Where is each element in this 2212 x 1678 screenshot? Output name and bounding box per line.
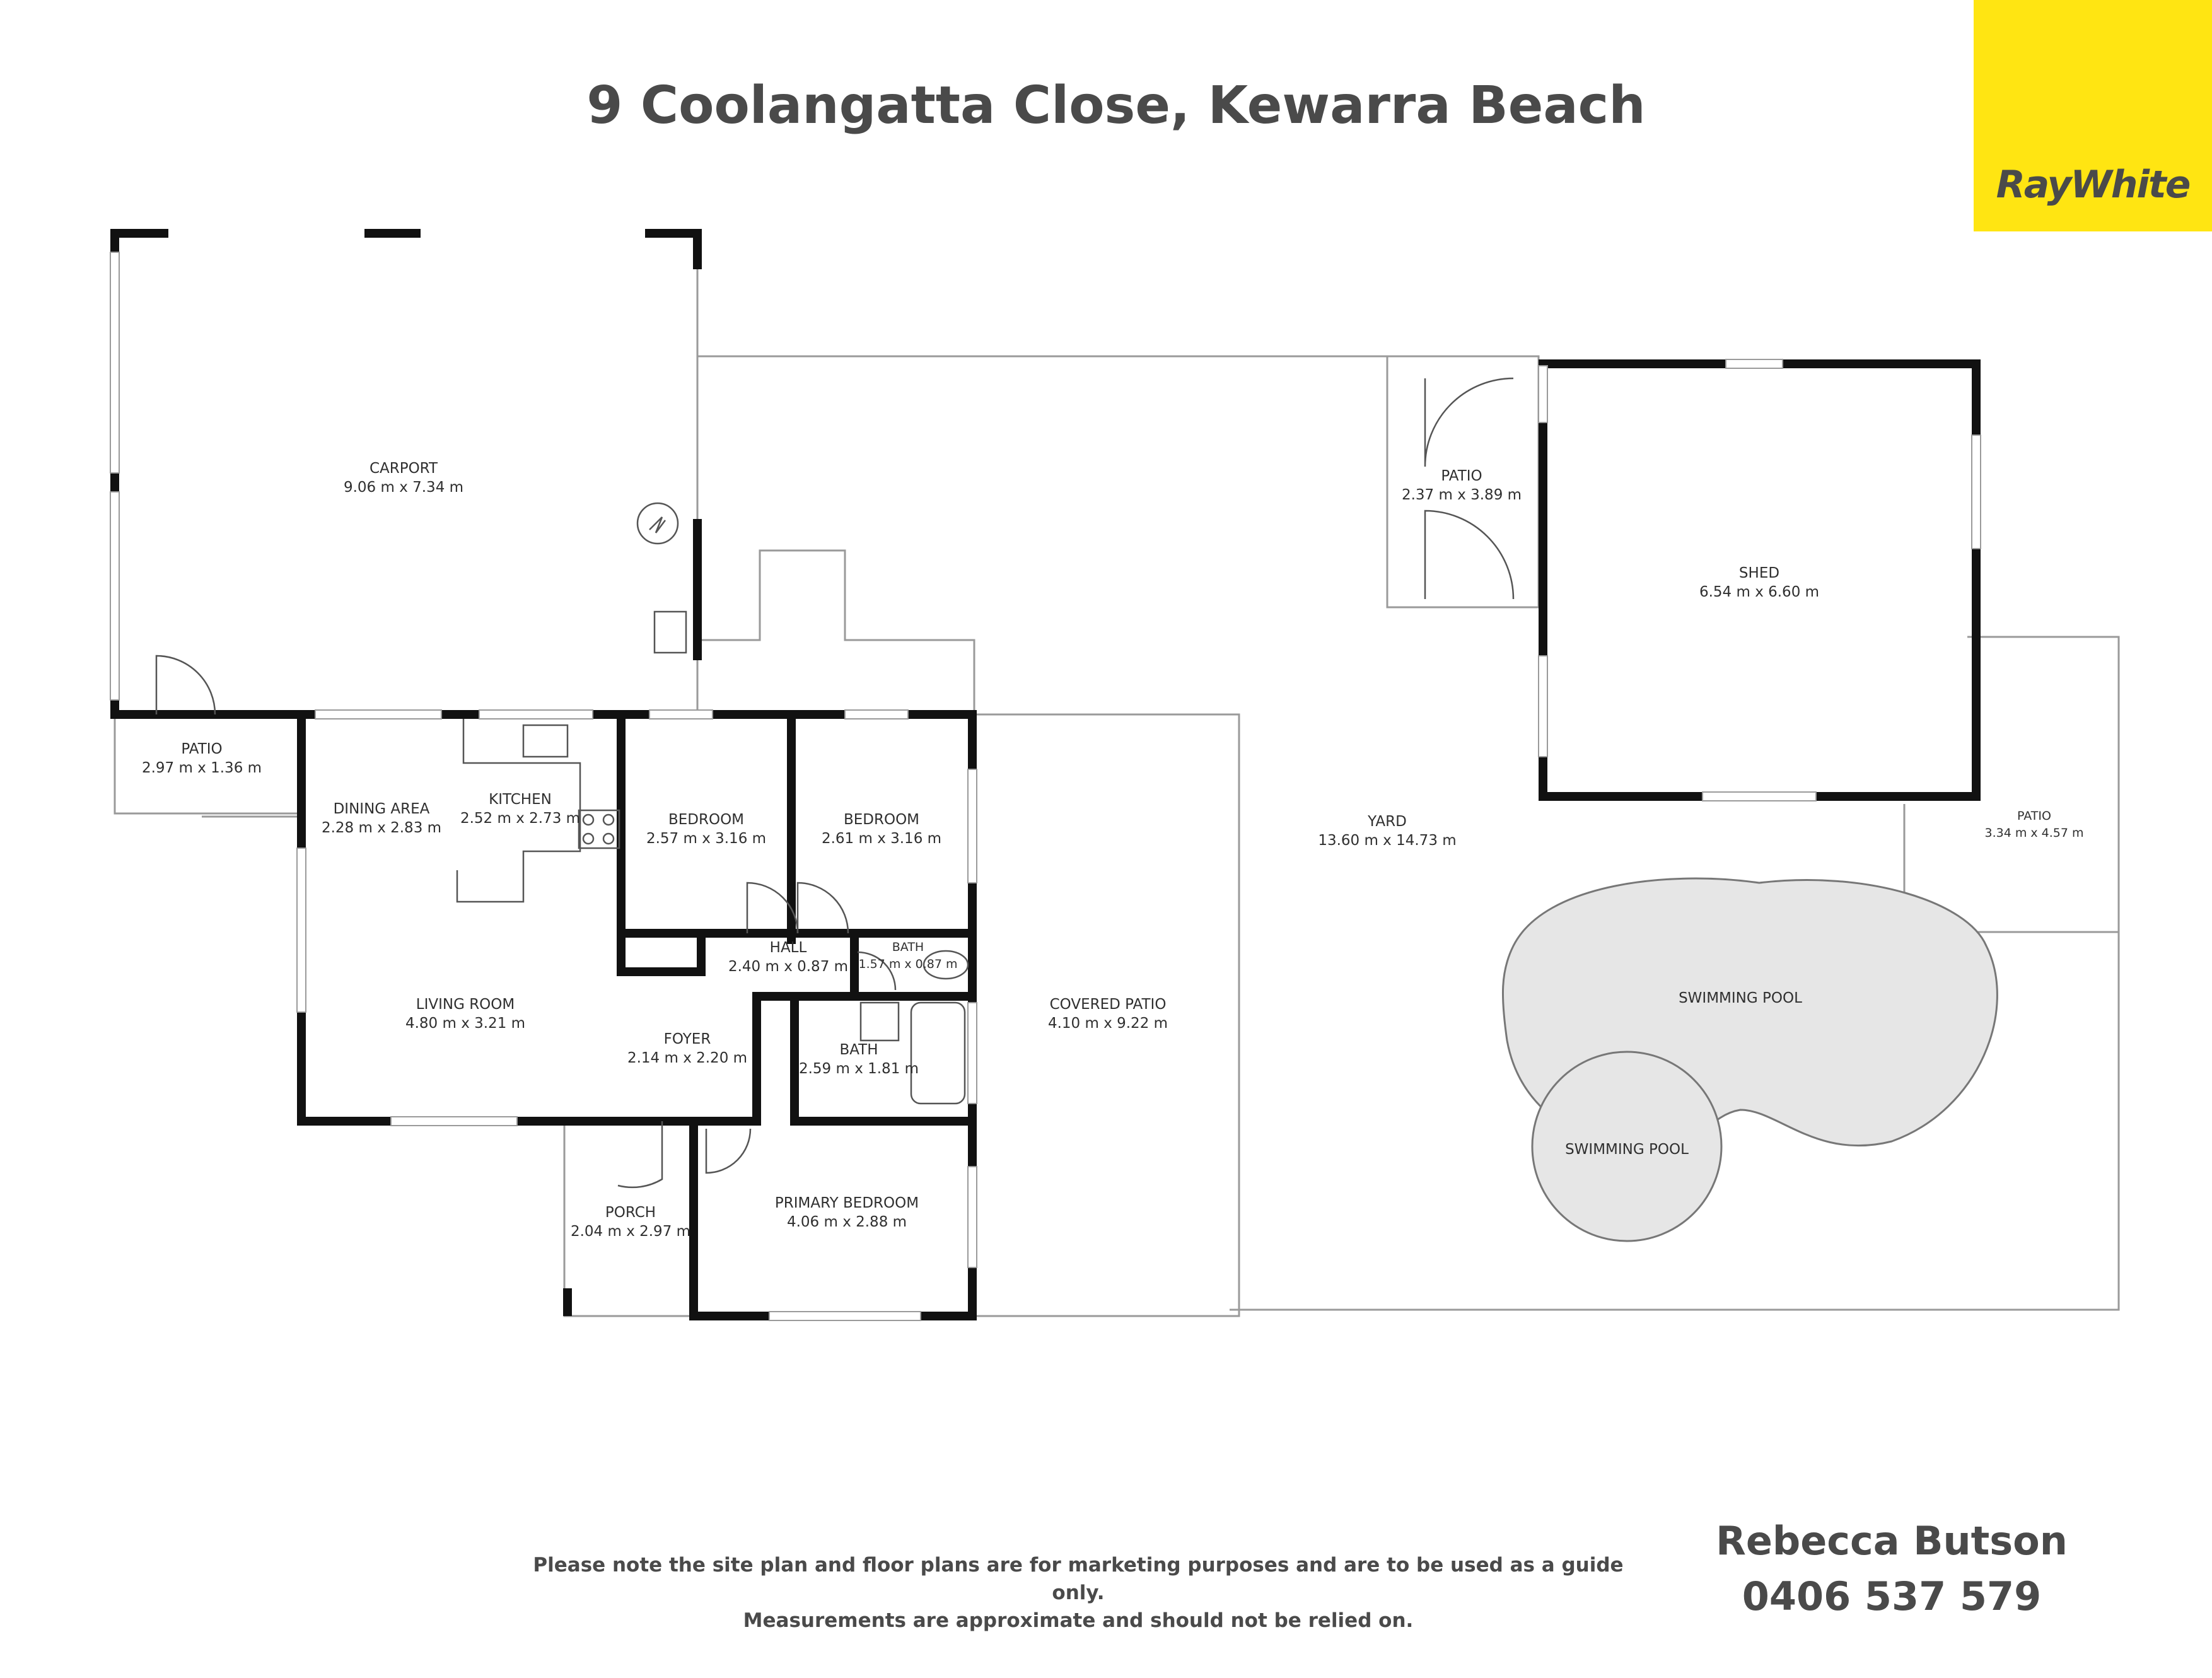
hall-size: 2.40 m x 0.87 m (728, 958, 848, 975)
patio-shed-size: 2.37 m x 3.89 m (1402, 487, 1522, 503)
agent-contact: Rebecca Butson 0406 537 579 (1696, 1513, 2087, 1624)
door-swings (155, 377, 1515, 1189)
logo-text: RayWhite (1996, 163, 2191, 207)
hall-name: HALL (770, 940, 807, 956)
kitchen-size: 2.52 m x 2.73 m (460, 810, 580, 827)
raywhite-logo: RayWhite (1974, 0, 2212, 231)
patio-shed-name: PATIO (1441, 468, 1482, 484)
covered-patio-size: 4.10 m x 9.22 m (1048, 1015, 1168, 1032)
disclaimer-line-1: Please note the site plan and floor plan… (533, 1554, 1624, 1604)
pool-large-name: SWIMMING POOL (1679, 990, 1802, 1006)
foyer-size: 2.14 m x 2.20 m (627, 1050, 747, 1066)
pool-small-shape (1531, 1051, 1723, 1242)
yard-size: 13.60 m x 14.73 m (1318, 832, 1456, 849)
foyer-name: FOYER (664, 1031, 711, 1047)
bedroom1-size: 2.57 m x 3.16 m (646, 830, 766, 847)
agent-name: Rebecca Butson (1716, 1518, 2068, 1564)
swimming-pools (1501, 877, 1998, 1242)
bath-main-name: BATH (839, 1042, 878, 1058)
disclaimer: Please note the site plan and floor plan… (523, 1551, 1633, 1634)
living-size: 4.80 m x 3.21 m (405, 1015, 525, 1032)
bedroom1-name: BEDROOM (668, 812, 744, 828)
porch-size: 2.04 m x 2.97 m (571, 1223, 690, 1240)
page-title: 9 Coolangatta Close, Kewarra Beach (586, 76, 1646, 136)
yard-name: YARD (1367, 813, 1407, 830)
disclaimer-line-2: Measurements are approximate and should … (743, 1609, 1414, 1632)
dining-size: 2.28 m x 2.83 m (322, 820, 441, 836)
carport-size: 9.06 m x 7.34 m (344, 479, 463, 496)
fixtures (456, 502, 969, 1105)
shed-name: SHED (1739, 565, 1779, 581)
pool-small-name: SWIMMING POOL (1565, 1141, 1689, 1158)
primary-bedroom-name: PRIMARY BEDROOM (775, 1195, 919, 1211)
bath-small-size: 1.57 m x 0.87 m (858, 957, 957, 971)
primary-bedroom-size: 4.06 m x 2.88 m (787, 1214, 907, 1230)
bedroom2-size: 2.61 m x 3.16 m (822, 830, 941, 847)
outdoor-outlines (114, 265, 2120, 1317)
window-gaps (110, 252, 1981, 1321)
covered-patio-name: COVERED PATIO (1050, 996, 1167, 1013)
patio-left-name: PATIO (181, 741, 222, 757)
shed-size: 6.54 m x 6.60 m (1699, 584, 1819, 600)
bedroom2-name: BEDROOM (844, 812, 919, 828)
kitchen-name: KITCHEN (489, 791, 552, 808)
room-labels: CARPORT 9.06 m x 7.34 m PATIO 2.97 m x 1… (142, 460, 2084, 1240)
bath-main-size: 2.59 m x 1.81 m (799, 1061, 919, 1077)
bath-small-name: BATH (892, 940, 924, 954)
dining-name: DINING AREA (334, 801, 430, 817)
living-name: LIVING ROOM (416, 996, 515, 1013)
patio-left-size: 2.97 m x 1.36 m (142, 760, 262, 776)
carport-name: CARPORT (370, 460, 438, 477)
patio-right-size: 3.34 m x 4.57 m (1984, 826, 2083, 840)
agent-phone: 0406 537 579 (1742, 1573, 2042, 1619)
porch-name: PORCH (605, 1204, 656, 1221)
patio-right-name: PATIO (2017, 809, 2051, 823)
